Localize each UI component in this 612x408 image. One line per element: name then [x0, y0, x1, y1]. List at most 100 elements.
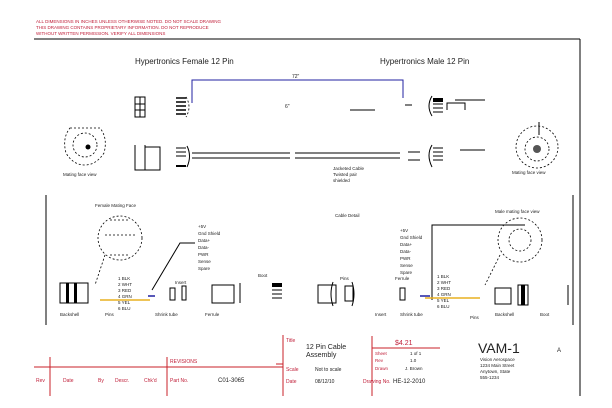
- header-note: ALL DIMENSIONS IN INCHES UNLESS OTHERWIS…: [36, 19, 222, 24]
- label: +5V: [198, 224, 206, 229]
- label: Insert: [175, 280, 187, 285]
- right-signal-list: +5V Gnd Shield Data+ Data- PWR Sense Spa…: [400, 228, 423, 275]
- size-label: A: [557, 348, 561, 354]
- label: Date: [63, 378, 74, 384]
- label: +5V: [400, 228, 408, 233]
- cable-side-view: [134, 144, 485, 171]
- label: 2 WHT: [437, 280, 451, 285]
- label: Ferrule: [205, 312, 220, 317]
- rev-label: Rev: [375, 358, 384, 363]
- drawn-label: Drawn: [375, 366, 389, 371]
- left-face-label: Female Mating Face: [95, 203, 137, 208]
- male-connector-title: Hypertronics Male 12 Pin: [380, 57, 469, 66]
- label: Part No.: [170, 378, 188, 384]
- label: Shrink tube: [155, 312, 178, 317]
- label: Ferrule: [395, 276, 410, 281]
- cable-note: shielded: [333, 178, 350, 183]
- label: Spare: [198, 266, 211, 271]
- address-line: 1234 Main Street: [480, 363, 515, 368]
- cable-note: Twisted pair: [333, 172, 358, 177]
- sheet-label: Sheet: [375, 351, 388, 356]
- revisions-label: REVISIONS: [170, 359, 198, 365]
- female-mating-face-icon: [64, 127, 106, 166]
- label: Gnd Shield: [198, 231, 221, 236]
- drawing-no-value: HE-12-2010: [393, 379, 426, 385]
- scale-label: Scale: [286, 367, 299, 373]
- left-signal-list: +5V Gnd Shield Data+ Data- PWR Sense Spa…: [198, 224, 221, 271]
- rev-value: 1.0: [410, 358, 417, 363]
- date-label: Date: [286, 379, 297, 385]
- label: Descr.: [115, 378, 129, 384]
- label: Sense: [400, 263, 413, 268]
- section-length-label: 6": [285, 104, 290, 110]
- overall-length-label: 72": [292, 74, 300, 80]
- label: Boot: [258, 273, 268, 278]
- drawn-value: J. Brown: [405, 366, 423, 371]
- label: 4 GRN: [118, 294, 132, 299]
- title-block: [34, 330, 581, 396]
- right-face-detail: [484, 217, 543, 286]
- left-backshell-icon: [59, 282, 89, 304]
- label: Shrink tube: [400, 312, 423, 317]
- right-signal-leader: [431, 224, 525, 300]
- overall-length-dimension: [191, 79, 404, 103]
- title-line: Assembly: [306, 352, 337, 359]
- left-wire-list: 1 BLK 2 WHT 3 RED 4 GRN 5 YEL 6 BLU: [118, 276, 132, 311]
- label: Insert: [375, 312, 387, 317]
- header-note: WITHOUT WRITTEN PERMISSION. VERIFY ALL D…: [36, 31, 165, 36]
- label: Sense: [198, 259, 211, 264]
- label: Boot: [540, 312, 550, 317]
- label: By: [98, 378, 104, 384]
- left-parts-icons: [169, 283, 282, 304]
- label: Gnd Shield: [400, 235, 423, 240]
- header-note: THIS DRAWING CONTAINS PROPRIETARY INFORM…: [36, 25, 209, 30]
- right-part-labels: Insert Pins Shrink tube Pins Ferrule Bac…: [340, 276, 550, 320]
- label: 6 BLU: [118, 306, 131, 311]
- label: Data-: [198, 245, 210, 250]
- label: 6 BLU: [437, 304, 450, 309]
- label: Rev: [36, 378, 45, 384]
- female-connector-top: [134, 96, 190, 118]
- label: 5 YEL: [437, 298, 450, 303]
- drawing-no-label: Drawing No.: [363, 379, 391, 385]
- label: Data+: [400, 242, 413, 247]
- detail-box: [45, 195, 574, 325]
- right-parts-icons: [399, 284, 569, 306]
- address-line: Vision Aerospace: [480, 357, 515, 362]
- label: Pins: [470, 315, 480, 320]
- sheet-value: 1 of 1: [410, 351, 422, 356]
- scale-value: Not to scale: [315, 367, 342, 373]
- female-face-label: Mating face view: [63, 172, 97, 177]
- label: 1 BLK: [118, 276, 130, 281]
- center-connectors: [317, 281, 355, 307]
- center-label: Cable Detail: [335, 213, 360, 218]
- label: 3 RED: [118, 288, 132, 293]
- label: Data+: [198, 238, 211, 243]
- address-line: 555-1234: [480, 375, 500, 380]
- company-name: VAM-1: [478, 340, 520, 356]
- left-signal-leader: [151, 242, 195, 291]
- price-label: $4.21: [395, 340, 413, 347]
- label: Pins: [340, 276, 350, 281]
- label: Spare: [400, 270, 413, 275]
- female-connector-title: Hypertronics Female 12 Pin: [135, 57, 234, 66]
- left-face-detail: [97, 215, 143, 261]
- label: PWR: [198, 252, 209, 257]
- label: Chk'd: [144, 378, 157, 384]
- right-face-label: Male mating face view: [495, 209, 540, 214]
- label: Backshell: [60, 312, 79, 317]
- label: 5 YEL: [118, 300, 131, 305]
- right-wire-list: 1 BLK 2 WHT 3 RED 4 GRN 5 YEL 6 BLU: [437, 274, 451, 309]
- cable-note: Jacketed Cable: [333, 166, 365, 171]
- left-part-labels: Backshell Pins Shrink tube Ferrule Inser…: [60, 273, 268, 317]
- label: 4 GRN: [437, 292, 451, 297]
- label: 1 BLK: [437, 274, 449, 279]
- title-line: 12 Pin Cable: [306, 344, 346, 351]
- title-label: Title: [286, 338, 295, 344]
- label: 3 RED: [437, 286, 451, 291]
- label: Backshell: [495, 312, 514, 317]
- date-value: 08/12/10: [315, 379, 335, 385]
- label: 2 WHT: [118, 282, 132, 287]
- label: PWR: [400, 256, 411, 261]
- header-notes: ALL DIMENSIONS IN INCHES UNLESS OTHERWIS…: [36, 19, 222, 36]
